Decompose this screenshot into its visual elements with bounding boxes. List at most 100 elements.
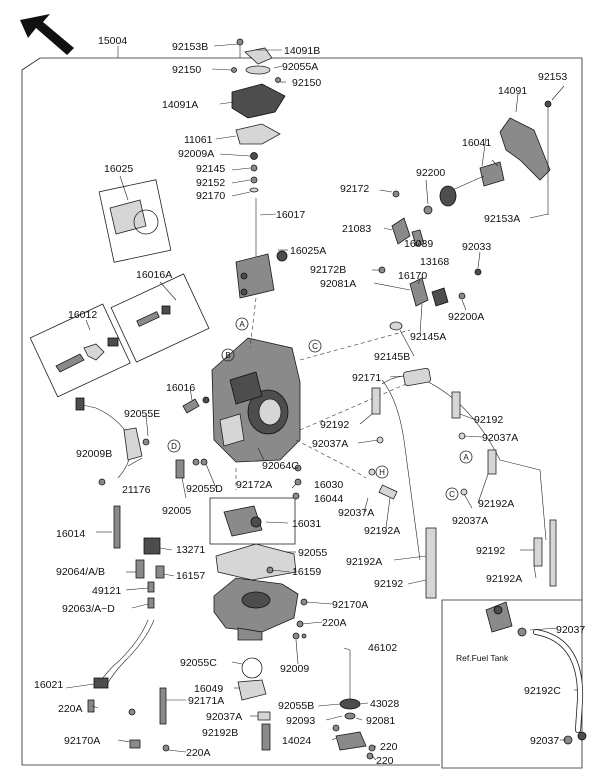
label-220A-a: 220A [322, 617, 347, 629]
label-13271: 13271 [176, 544, 205, 556]
label-14091A: 14091A [162, 99, 198, 111]
label-16157: 16157 [176, 570, 205, 582]
label-46102: 46102 [368, 642, 397, 654]
label-15004: 15004 [98, 35, 127, 47]
label-92153A: 92153A [484, 213, 520, 225]
svg-text:C: C [312, 342, 318, 351]
label-220A-b: 220A [58, 703, 83, 715]
label-16044: 16044 [314, 493, 343, 505]
label-14024: 14024 [282, 735, 311, 747]
marker-D: D [167, 439, 181, 453]
label-92037A-b: 92037A [482, 432, 518, 444]
label-16017: 16017 [276, 209, 305, 221]
label-92093: 92093 [286, 715, 315, 727]
label-92200: 92200 [416, 167, 445, 179]
label-92009B: 92009B [76, 448, 112, 460]
label-92150-a: 92150 [172, 64, 201, 76]
label-220-a: 220 [380, 741, 398, 753]
marker-C: C [308, 339, 322, 353]
label-92081A: 92081A [320, 278, 356, 290]
label-92063-A-D: 92063/A~D [62, 603, 115, 615]
label-92055D: 92055D [186, 483, 223, 495]
label-92153: 92153 [538, 71, 567, 83]
label-92172: 92172 [340, 183, 369, 195]
label-43028: 43028 [370, 698, 399, 710]
label-92192A-b: 92192A [364, 525, 400, 537]
label-11061: 11061 [184, 134, 213, 146]
label-16030: 16030 [314, 479, 343, 491]
label-92037A-c: 92037A [338, 507, 374, 519]
throttle-cable [87, 619, 155, 713]
label-92170A-a: 92170A [332, 599, 368, 611]
label-92192C: 92192C [524, 685, 561, 697]
label-92145A: 92145A [410, 331, 446, 343]
label-92171A: 92171A [188, 695, 224, 707]
label-92037-f: 92037 [530, 735, 559, 747]
label-16170: 16170 [398, 270, 427, 282]
drain-assembly [301, 633, 376, 760]
label-92037A-a: 92037A [312, 438, 348, 450]
float-bowl-gasket [109, 199, 159, 235]
choke-cable [75, 397, 150, 486]
svg-text:C: C [449, 490, 455, 499]
label-92037A-d: 92037A [452, 515, 488, 527]
label-92145B: 92145B [374, 351, 410, 363]
label-92037-e: 92037 [556, 624, 585, 636]
label-92064C: 92064C [262, 460, 299, 472]
label-16039: 16039 [404, 238, 433, 250]
label-92192-b: 92192 [474, 414, 503, 426]
label-92192-a: 92192 [320, 419, 349, 431]
float-bowl-subframe [98, 179, 172, 263]
label-92152: 92152 [196, 177, 225, 189]
svg-text:A: A [463, 453, 469, 462]
label-92172B: 92172B [310, 264, 346, 276]
label-92009: 92009 [280, 663, 309, 675]
label-92055C: 92055C [180, 657, 217, 669]
jet-parts [55, 305, 171, 373]
label-92170: 92170 [196, 190, 225, 202]
label-16025A: 16025A [290, 245, 326, 257]
svg-text:A: A [239, 320, 245, 329]
label-220A-c: 220A [186, 747, 211, 759]
label-92171: 92171 [352, 372, 381, 384]
label-16016: 16016 [166, 382, 195, 394]
label-49121: 49121 [92, 585, 121, 597]
throttle-linkage [378, 100, 552, 331]
fuel-tank-frame [441, 599, 583, 769]
label-16021: 16021 [34, 679, 63, 691]
label-92170A-b: 92170A [64, 735, 100, 747]
accelerator-pump [215, 464, 302, 581]
label-220-b: 220 [376, 755, 394, 767]
label-92192-c: 92192 [476, 545, 505, 557]
label-92153B: 92153B [172, 41, 208, 53]
label-92009A: 92009A [178, 148, 214, 160]
label-92005: 92005 [162, 505, 191, 517]
label-92037A-e: 92037A [206, 711, 242, 723]
label-92192A-d: 92192A [486, 573, 522, 585]
carburetor-body [211, 337, 301, 463]
label-21083: 21083 [342, 223, 371, 235]
marker-A-right: A [459, 450, 473, 464]
label-92055E: 92055E [124, 408, 160, 420]
assembly-frame-right [118, 57, 583, 600]
label-16016A: 16016A [136, 269, 172, 281]
label-92192-d: 92192 [374, 578, 403, 590]
svg-text:H: H [379, 468, 385, 477]
label-92172A: 92172A [236, 479, 272, 491]
label-16049: 16049 [194, 683, 223, 695]
direction-arrow-icon [20, 14, 74, 55]
label-92200A: 92200A [448, 311, 484, 323]
label-92055B: 92055B [278, 700, 314, 712]
marker-B: B [221, 348, 235, 362]
svg-text:B: B [225, 351, 230, 360]
label-13168: 13168 [420, 256, 449, 268]
throttle-subframe [209, 497, 296, 545]
label-16031: 16031 [292, 518, 321, 530]
ref-fuel-tank-note: Ref.Fuel Tank [456, 653, 509, 663]
label-92081: 92081 [366, 715, 395, 727]
label-92192B: 92192B [202, 727, 238, 739]
label-21176: 21176 [122, 484, 151, 496]
label-92055A: 92055A [282, 61, 318, 73]
label-16025: 16025 [104, 163, 133, 175]
